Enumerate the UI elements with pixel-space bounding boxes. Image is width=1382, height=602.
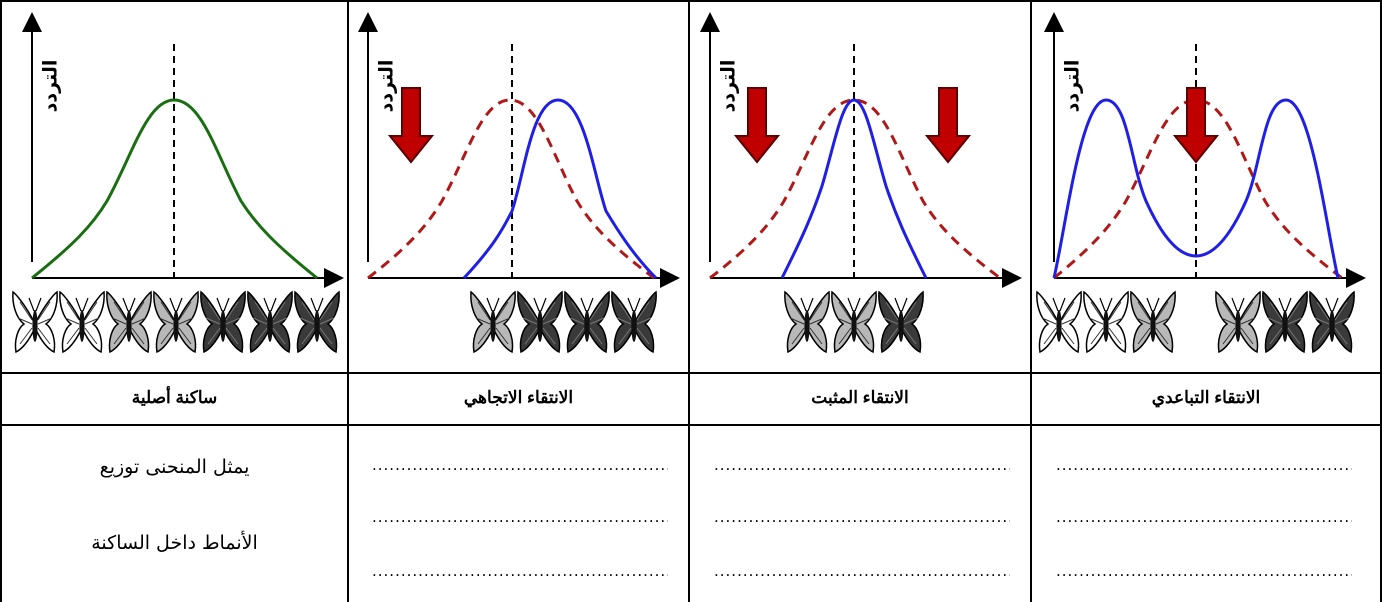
butterfly-icon xyxy=(1309,290,1355,354)
table-row-divider xyxy=(0,372,1382,374)
panel-disruptive: التردد xyxy=(1036,12,1370,368)
blank-answer-line[interactable]: ........................................… xyxy=(714,508,1010,526)
butterfly-icon xyxy=(1130,290,1176,354)
column-title-original: ساكنة أصلية xyxy=(131,388,218,407)
butterfly-icon xyxy=(611,290,657,354)
butterfly-icon xyxy=(247,290,293,354)
butterfly-icon xyxy=(1036,290,1082,354)
after-selection-curve xyxy=(780,98,928,279)
after-selection-curve xyxy=(462,98,658,280)
table-left-border xyxy=(0,0,2,602)
y-axis-label: التردد xyxy=(1060,56,1084,116)
y-axis-label-text: التردد xyxy=(375,59,398,113)
selection-arrow-right xyxy=(924,87,972,164)
butterfly-icon xyxy=(12,290,58,354)
table-column-divider xyxy=(347,0,349,602)
column-title-directional: الانتقاء الاتجاهي xyxy=(463,388,574,407)
panel-stabilizing: التردد xyxy=(694,12,1028,368)
butterfly-icon xyxy=(200,290,246,354)
blank-answer-line[interactable]: ........................................… xyxy=(1056,508,1352,526)
graph-directional xyxy=(358,12,680,354)
original-curve xyxy=(31,98,318,280)
y-axis-label-text: التردد xyxy=(39,59,62,113)
butterfly-icon xyxy=(517,290,563,354)
blank-answer-line[interactable]: ........................................… xyxy=(714,456,1010,474)
butterfly-icon xyxy=(831,290,877,354)
butterfly-icon xyxy=(878,290,924,354)
graph-disruptive xyxy=(1036,12,1366,354)
blank-answer-line[interactable]: ........................................… xyxy=(372,508,668,526)
selection-arrow xyxy=(1172,87,1220,164)
y-axis-label: التردد xyxy=(374,56,398,116)
graph-original xyxy=(12,12,344,354)
blank-answer-line[interactable]: ........................................… xyxy=(1056,456,1352,474)
butterfly-icon xyxy=(1262,290,1308,354)
butterfly-icon xyxy=(470,290,516,354)
y-axis-label-text: التردد xyxy=(717,59,740,113)
answer-text-line-2: الأنماط داخل الساكنة xyxy=(91,532,258,554)
y-axis-label: التردد xyxy=(716,56,740,116)
butterfly-icon xyxy=(1083,290,1129,354)
blank-answer-line[interactable]: ........................................… xyxy=(714,562,1010,580)
table-column-divider xyxy=(1030,0,1032,602)
blank-answer-line[interactable]: ........................................… xyxy=(372,456,668,474)
y-axis-label-text: التردد xyxy=(1061,59,1084,113)
before-selection-curve xyxy=(367,98,655,280)
panel-original: التردد xyxy=(12,12,346,368)
butterfly-icon xyxy=(1215,290,1261,354)
table-column-divider xyxy=(688,0,690,602)
selection-arrow-left xyxy=(733,87,781,164)
answer-text-line-1: يمثل المنحنى توزيع xyxy=(99,456,250,478)
after-selection-curve xyxy=(1052,98,1340,279)
table-row-divider xyxy=(0,424,1382,426)
butterfly-icon xyxy=(59,290,105,354)
blank-answer-line[interactable]: ........................................… xyxy=(1056,562,1352,580)
column-title-disruptive: الانتقاء التباعدي xyxy=(1151,388,1261,407)
panel-directional: التردد xyxy=(352,12,686,368)
y-axis-label: التردد xyxy=(38,56,62,116)
butterfly-icon xyxy=(294,290,340,354)
butterfly-icon xyxy=(153,290,199,354)
graph-stabilizing xyxy=(700,12,1022,354)
column-title-stabilizing: الانتقاء المثبت xyxy=(811,388,909,407)
table-right-border xyxy=(1380,0,1382,602)
butterfly-icon xyxy=(106,290,152,354)
table-top-border xyxy=(0,0,1382,2)
blank-answer-line[interactable]: ........................................… xyxy=(372,562,668,580)
butterfly-icon xyxy=(784,290,830,354)
selection-arrow xyxy=(387,87,435,164)
butterfly-icon xyxy=(564,290,610,354)
